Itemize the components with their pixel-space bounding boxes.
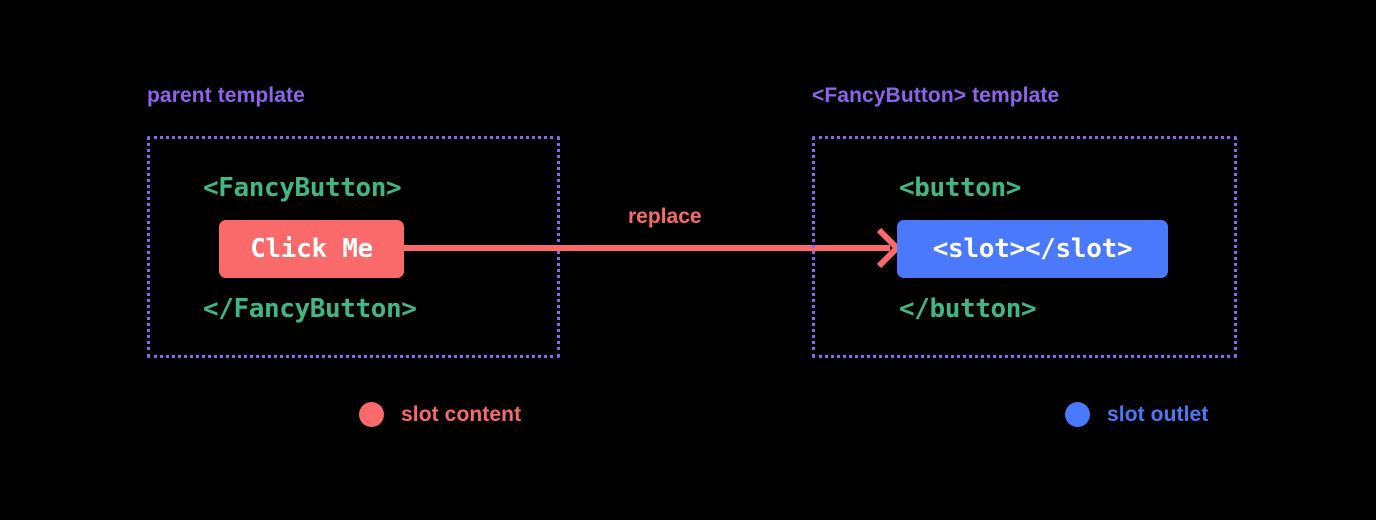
slot-outlet-chip: <slot></slot> — [897, 220, 1168, 278]
fancybutton-template-title: <FancyButton> template — [812, 84, 1060, 107]
parent-template-title: parent template — [147, 84, 305, 107]
button-open-tag: <button> — [899, 173, 1022, 203]
legend-dot-icon-slot-content — [359, 402, 384, 427]
legend-item-slot-content: slot content — [359, 402, 521, 427]
replace-label: replace — [628, 205, 702, 228]
legend-dot-icon-slot-outlet — [1065, 402, 1090, 427]
legend-item-slot-outlet: slot outlet — [1065, 402, 1208, 427]
legend-label-slot-outlet: slot outlet — [1107, 402, 1209, 426]
button-close-tag: </button> — [899, 294, 1037, 324]
fancybutton-template-box — [812, 136, 1237, 358]
slot-content-chip: Click Me — [219, 220, 404, 278]
legend-label-slot-content: slot content — [401, 402, 522, 426]
parent-open-tag: <FancyButton> — [203, 173, 402, 203]
parent-close-tag: </FancyButton> — [203, 294, 417, 324]
